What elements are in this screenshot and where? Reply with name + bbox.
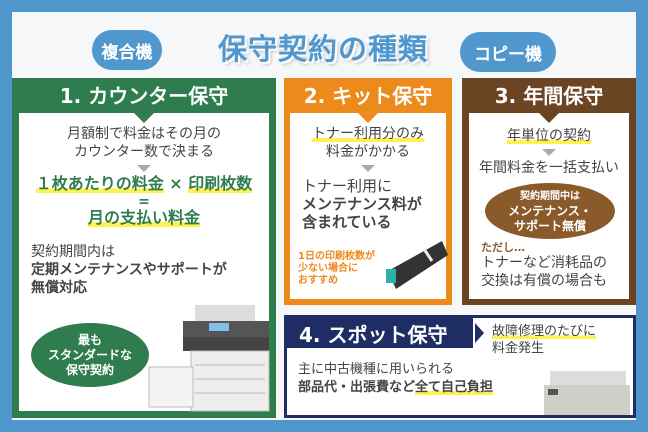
kit-maintenance-card: 2. キット保守 トナー利用分のみ料金がかかる トナー利用に メンテナンス料が … xyxy=(284,78,452,305)
text: 保守契約 xyxy=(65,362,114,377)
copier-image xyxy=(544,371,630,415)
card-title: 3. 年間保守 xyxy=(494,83,604,108)
text: 故障修理のたびに xyxy=(492,324,597,339)
triangle-down-icon xyxy=(137,165,151,172)
counter-maintenance-card: 1. カウンター保守 月額制で料金はその月のカウンター数で決まる １枚あたりの料… xyxy=(12,78,276,418)
text: 年単位の契約 xyxy=(507,128,591,144)
arrow-down-icon xyxy=(355,110,381,123)
text: 月額制で料金はその月の xyxy=(67,126,221,142)
card-title: 2. キット保守 xyxy=(303,83,433,108)
text: 月の支払い料金 xyxy=(87,208,200,227)
text: １枚あたりの料金 xyxy=(35,174,164,193)
text: 全て自己負担 xyxy=(415,380,494,395)
text: 最も xyxy=(77,332,102,347)
cloud-copier: コピー機 xyxy=(460,32,556,72)
equals-sign: = xyxy=(138,194,150,210)
arrow-down-icon xyxy=(536,110,562,123)
text: メンテナンス料が xyxy=(302,195,422,213)
text: トナー利用分のみ xyxy=(312,126,424,142)
annual-maintenance-card: 3. 年間保守 年単位の契約 年間料金を一括支払い 契約期間中はメンテナンス・サ… xyxy=(462,78,636,305)
text: 交換は有償の場合も xyxy=(481,273,607,289)
cloud-label: コピー機 xyxy=(474,44,542,65)
text: 1日の印刷枚数が xyxy=(298,251,375,262)
speech-bubble: 最もスタンダードな保守契約 xyxy=(31,323,149,387)
page-title: 保守契約の種類 xyxy=(218,32,429,66)
cloud-fukugouki: 複合機 xyxy=(92,30,162,70)
triangle-down-icon xyxy=(542,149,556,156)
text: おすすめ xyxy=(298,275,338,286)
arrow-down-icon xyxy=(131,110,157,123)
text: トナー利用に xyxy=(302,177,393,195)
text: 部品代・出張費など xyxy=(298,380,416,395)
text: 少ない場合に xyxy=(298,263,358,274)
text: サポート無償 xyxy=(513,218,586,233)
spot-maintenance-card: 4. スポット保守 故障修理のたびに料金発生 主に中古機種に用いられる 部品代・… xyxy=(284,315,636,418)
multifunction-printer-image xyxy=(148,305,270,412)
toner-cartridge-image xyxy=(386,241,448,289)
text: トナーなど消耗品の xyxy=(481,255,607,271)
text: 定期メンテナンスやサポートが xyxy=(31,262,227,278)
text: 無償対応 xyxy=(31,280,87,296)
arrow-right-icon xyxy=(475,323,484,343)
card-title: 4. スポット保守 xyxy=(287,318,473,348)
text: 料金発生 xyxy=(492,341,545,356)
text: 契約期間中は xyxy=(520,190,580,202)
text: 年間料金を一括支払い xyxy=(479,160,619,176)
text: 印刷枚数 xyxy=(188,174,253,193)
info-oval: 契約期間中はメンテナンス・サポート無償 xyxy=(485,183,615,239)
triangle-down-icon xyxy=(361,165,375,172)
text: ただし… xyxy=(481,241,525,254)
text: カウンター数で決まる xyxy=(74,144,214,160)
text: 料金がかかる xyxy=(326,144,410,160)
text: 含まれている xyxy=(302,213,392,231)
text: メンテナンス・ xyxy=(508,203,592,218)
cloud-label: 複合機 xyxy=(101,42,153,63)
text: スタンダードな xyxy=(47,347,132,362)
text: × xyxy=(169,174,183,193)
text: 主に中古機種に用いられる xyxy=(298,362,455,377)
card-title: 1. カウンター保守 xyxy=(59,83,229,108)
text: 契約期間内は xyxy=(31,244,115,260)
